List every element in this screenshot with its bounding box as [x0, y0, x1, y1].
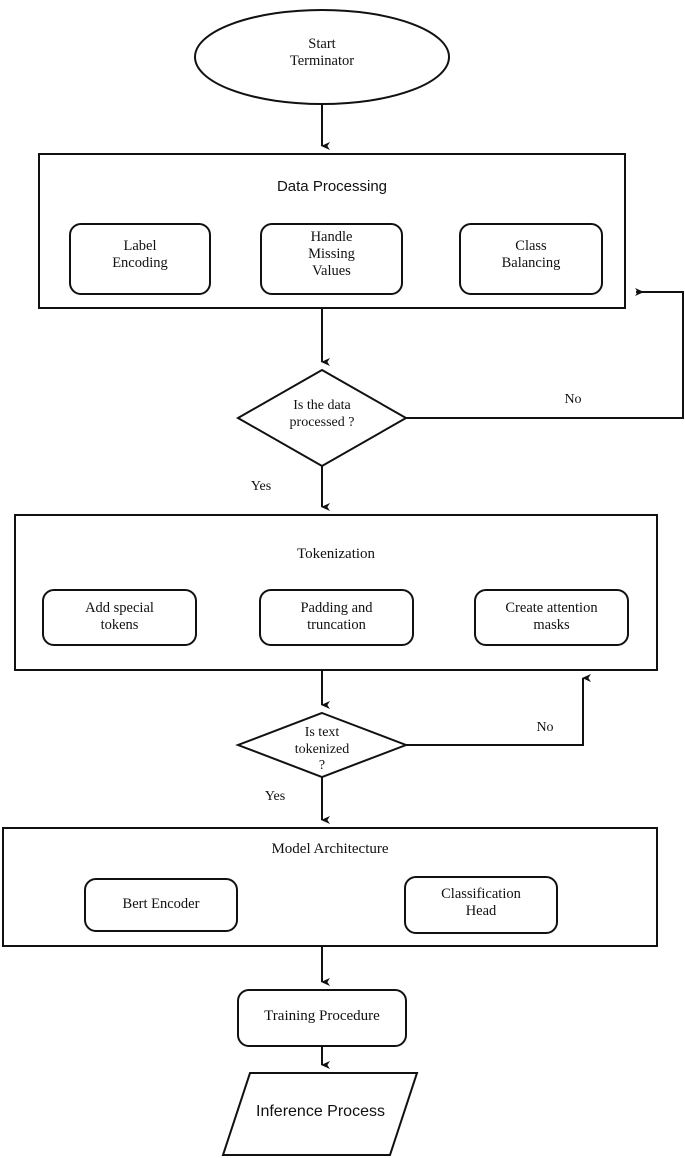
class-balancing-shape — [459, 223, 603, 295]
add-special-tokens-shape — [42, 589, 197, 646]
padding-truncation-shape — [259, 589, 414, 646]
bert-encoder-shape — [84, 878, 238, 932]
inference-process-shape — [221, 1072, 419, 1156]
training-procedure-shape — [237, 989, 407, 1047]
decision-data-processed-shape — [235, 368, 409, 468]
start-terminator-shape — [194, 9, 450, 105]
classification-head-shape — [404, 876, 558, 934]
connector-decision-data-no-loop — [406, 288, 684, 419]
handle-missing-values-shape — [260, 223, 403, 295]
connector-decision-token-no-loop — [406, 674, 591, 746]
label-encoding-shape — [69, 223, 211, 295]
decision-text-tokenized-shape — [235, 711, 409, 779]
create-attention-masks-shape — [474, 589, 629, 646]
